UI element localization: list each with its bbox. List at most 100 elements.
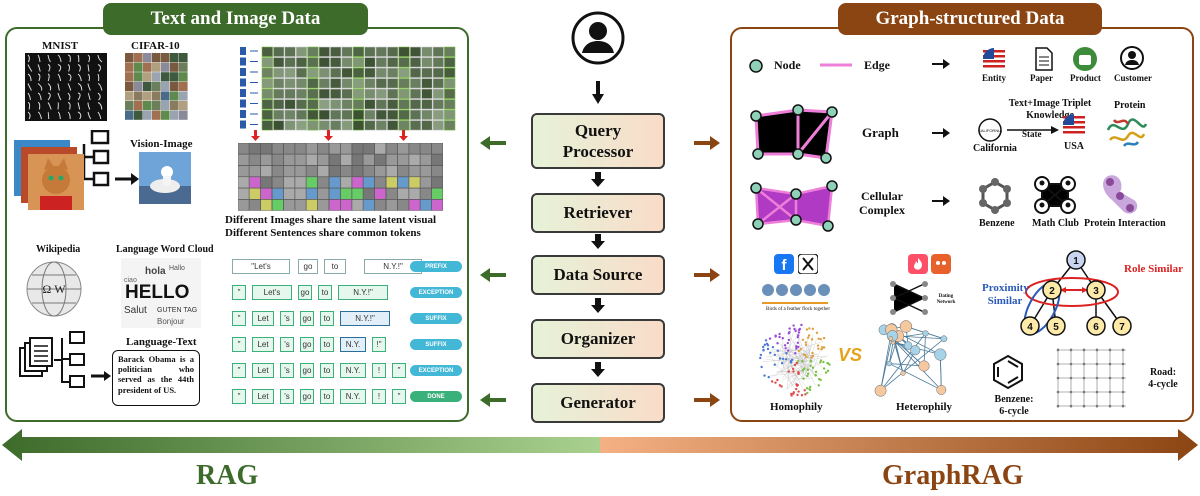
- token-3-2: 's: [280, 337, 294, 352]
- token-0-0: "Let's: [232, 259, 290, 274]
- svg-text:Bonjour: Bonjour: [157, 317, 185, 326]
- svg-text:Hallo: Hallo: [169, 265, 185, 272]
- token-5-6: !: [372, 389, 386, 404]
- svg-text:ciao: ciao: [124, 277, 137, 284]
- retriever-box: Retriever: [531, 193, 665, 233]
- role-similar-label: Role Similar: [1124, 263, 1183, 275]
- token-5-3: go: [300, 389, 314, 404]
- token-4-0: ": [232, 363, 246, 378]
- heterophily-label: Heterophily: [896, 401, 953, 413]
- word-cloud-label: Language Word Cloud: [116, 244, 214, 255]
- svg-text:HELLO: HELLO: [125, 282, 189, 303]
- tokenizer-step-label: EXCEPTION: [410, 365, 462, 376]
- left-green-arrows: [480, 136, 506, 407]
- shared-visual-caption: Different Images share the same latent v…: [225, 214, 437, 239]
- wikipedia-label: Wikipedia: [36, 244, 81, 255]
- language-text-label: Language-Text: [126, 336, 197, 348]
- token-3-1: Let: [252, 337, 274, 352]
- text-image-title: Text and Image Data: [103, 3, 368, 35]
- hierarchy-icon: [82, 130, 110, 187]
- math-club-icon: [1034, 176, 1076, 214]
- dating-network-label: Dating Network: [936, 294, 956, 305]
- mnist-digits-grid: [25, 53, 107, 121]
- homophily-label: Homophily: [770, 401, 823, 413]
- proximity-similar-label: Proximity Similar: [982, 282, 1029, 307]
- dating-network-icon: [890, 281, 928, 315]
- paper-label: Paper: [1030, 73, 1053, 83]
- cellular-complex-icon: [750, 180, 838, 232]
- documents-hierarchy-icon: [19, 331, 85, 388]
- benzene-cycle-label: Benzene: 6-cycle: [994, 394, 1034, 417]
- benzene-label: Benzene: [979, 218, 1015, 229]
- svg-text:f: f: [782, 257, 788, 274]
- token-3-6: !": [372, 337, 386, 352]
- token-0-2: to: [324, 259, 346, 274]
- vision-image-label: Vision-Image: [130, 138, 193, 150]
- entity-label: Entity: [982, 73, 1007, 83]
- astronaut-horse-image: [139, 152, 191, 204]
- word-cloud-image: hola HELLO Salut GUTEN TAG Hallo Bonjour…: [121, 258, 201, 328]
- text-arrow-icon: [91, 371, 111, 381]
- vs-label: VS: [838, 345, 863, 365]
- usa-flag-icon: [983, 48, 1005, 70]
- benzene-ring-icon: [993, 354, 1023, 390]
- tokenizer-step-label: SUFFIX: [410, 339, 462, 350]
- dating-app-icon: [931, 254, 951, 274]
- token-4-7: ": [392, 363, 406, 378]
- benzene-molecule-icon: [979, 178, 1011, 214]
- token-5-4: to: [320, 389, 334, 404]
- protein-structure-icon: [1106, 118, 1148, 147]
- svg-text:4: 4: [1027, 322, 1033, 333]
- graph-label: Graph: [862, 125, 899, 140]
- user-down-arrow: [592, 81, 604, 104]
- token-3-4: to: [320, 337, 334, 352]
- token-1-1: Let's: [252, 285, 292, 300]
- right-arrow-icon: [115, 173, 139, 185]
- svg-text:hola: hola: [145, 266, 166, 277]
- edge-legend-icon: [820, 63, 852, 67]
- state-arrow: [1007, 126, 1059, 134]
- protein-interaction-icon: [1103, 175, 1138, 214]
- svg-text:6: 6: [1093, 322, 1099, 333]
- svg-text:5: 5: [1053, 322, 1059, 333]
- token-4-1: Let: [252, 363, 274, 378]
- svg-text:1: 1: [1073, 256, 1079, 267]
- token-3-0: ": [232, 337, 246, 352]
- image-feature-grid: [240, 46, 456, 131]
- token-4-2: 's: [280, 363, 294, 378]
- data-source-box: Data Source: [531, 255, 665, 295]
- svg-text:2: 2: [1049, 286, 1055, 297]
- svg-text:Ω W: Ω W: [42, 282, 66, 296]
- node-legend-label: Node: [774, 58, 801, 72]
- heterophily-network: [874, 320, 948, 397]
- product-icon: [1073, 47, 1097, 71]
- x-icon: [798, 254, 818, 274]
- wikipedia-globe-icon: Ω W: [26, 261, 82, 317]
- graphrag-label: GraphRAG: [882, 460, 1024, 491]
- svg-text:GUTEN TAG: GUTEN TAG: [157, 307, 197, 314]
- token-3-5: N.Y.: [340, 337, 366, 352]
- customer-icon: [1120, 46, 1144, 70]
- usa-label: USA: [1064, 141, 1085, 152]
- homophily-network: [759, 323, 831, 397]
- bottom-double-arrow: [2, 429, 1198, 461]
- road-cycle-label: Road: 4-cycle: [1148, 367, 1178, 390]
- road-grid-icon: [1056, 348, 1126, 408]
- state-label: State: [1022, 129, 1042, 139]
- california-seal-icon: CALIFORNIA: [978, 118, 1002, 142]
- cifar-image-grid: [125, 53, 188, 120]
- token-5-2: 's: [280, 389, 294, 404]
- birds-caption: Birds of a feather flock together: [766, 307, 831, 312]
- token-1-4: N.Y.!": [338, 285, 388, 300]
- svg-text:CALIFORNIA: CALIFORNIA: [978, 128, 1002, 133]
- token-1-2: go: [298, 285, 312, 300]
- token-4-3: go: [300, 363, 314, 378]
- token-2-4: to: [320, 311, 334, 326]
- product-label: Product: [1070, 73, 1101, 83]
- red-arrows: [251, 130, 408, 141]
- flow-down-arrows: [591, 172, 605, 377]
- mnist-label: MNIST: [42, 40, 79, 52]
- token-2-5: N.Y.!": [340, 311, 390, 326]
